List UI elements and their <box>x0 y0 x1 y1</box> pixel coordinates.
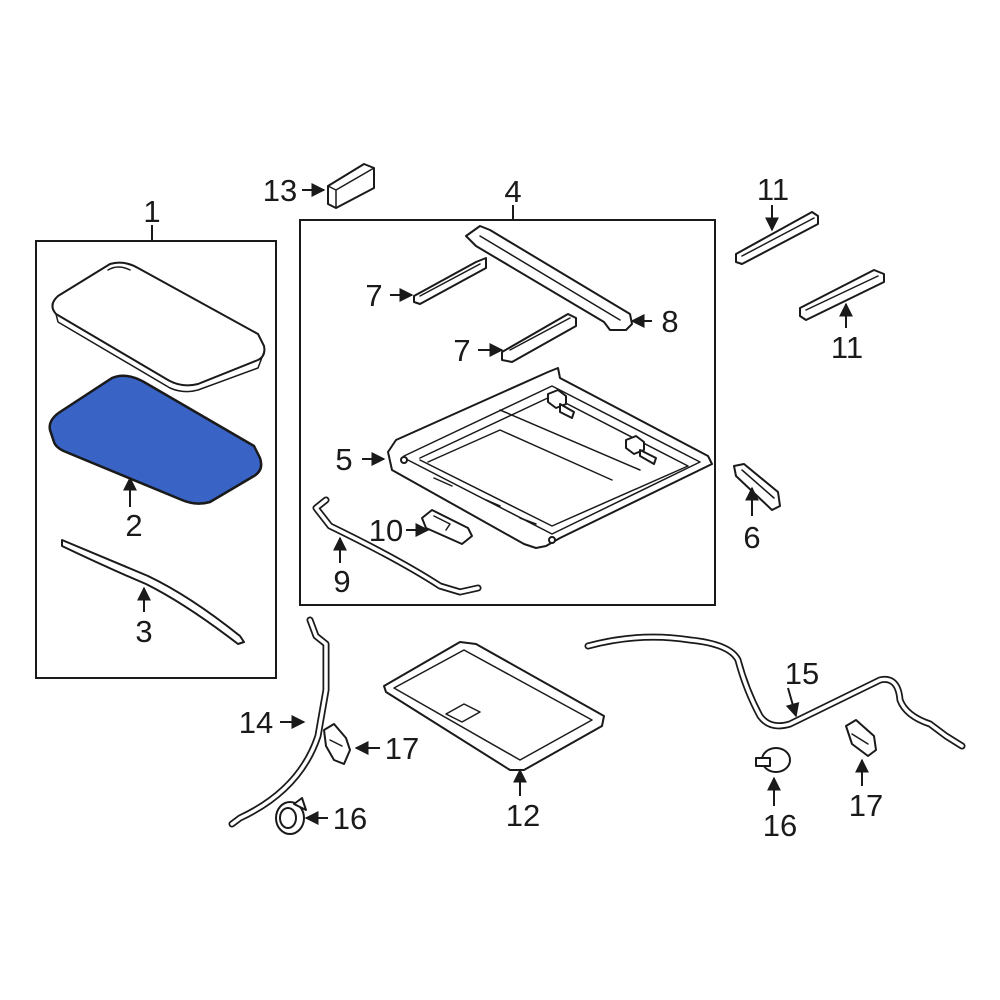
pad-part-13 <box>327 163 375 209</box>
callout-1: 1 <box>143 194 160 229</box>
callout-16-right: 16 <box>763 808 797 843</box>
bracket-part-upper <box>413 257 487 305</box>
front-rail-part <box>465 225 633 331</box>
callout-7-upper: 7 <box>365 278 382 313</box>
callout-5: 5 <box>335 442 352 477</box>
grommet-part-left <box>275 797 307 835</box>
sunroof-frame-part <box>387 367 713 549</box>
callout-12: 12 <box>506 798 540 833</box>
glass-panel-part <box>51 261 266 393</box>
bolt-part-lower <box>625 435 657 465</box>
callout-11-lower: 11 <box>831 330 863 365</box>
bracket-part-lower <box>501 313 577 363</box>
group-box-1 <box>35 240 277 679</box>
bolt-part-upper <box>547 389 575 419</box>
callout-3: 3 <box>135 614 152 649</box>
callout-13: 13 <box>263 173 297 208</box>
callout-7-lower: 7 <box>453 333 470 368</box>
highlighted-panel-part <box>48 374 263 505</box>
trim-strip-part-upper <box>735 211 819 265</box>
group-box-4 <box>299 219 716 606</box>
callout-4: 4 <box>504 174 521 209</box>
callout-2: 2 <box>125 508 142 543</box>
callout-15: 15 <box>785 656 819 691</box>
trim-strip-part-lower <box>799 269 885 321</box>
callout-14: 14 <box>239 705 273 740</box>
clip-part-10 <box>421 509 473 545</box>
callout-8: 8 <box>661 304 678 339</box>
sunshade-part <box>383 641 605 771</box>
callout-17-right: 17 <box>849 788 883 823</box>
callout-16-left: 16 <box>333 801 367 836</box>
clamp-part-right <box>845 719 877 757</box>
deflector-bracket-part <box>733 463 781 511</box>
callout-17-left: 17 <box>385 731 419 766</box>
drain-hose-part-right <box>584 633 966 750</box>
callout-11-upper: 11 <box>757 172 789 207</box>
grommet-part-right <box>755 747 791 773</box>
drain-hose-part-left <box>228 616 330 828</box>
callout-10: 10 <box>369 513 403 548</box>
weatherstrip-part <box>61 539 245 645</box>
clamp-part-left <box>323 723 351 765</box>
drain-rod-part <box>312 496 482 596</box>
callout-6: 6 <box>743 520 760 555</box>
callout-9: 9 <box>333 564 350 599</box>
